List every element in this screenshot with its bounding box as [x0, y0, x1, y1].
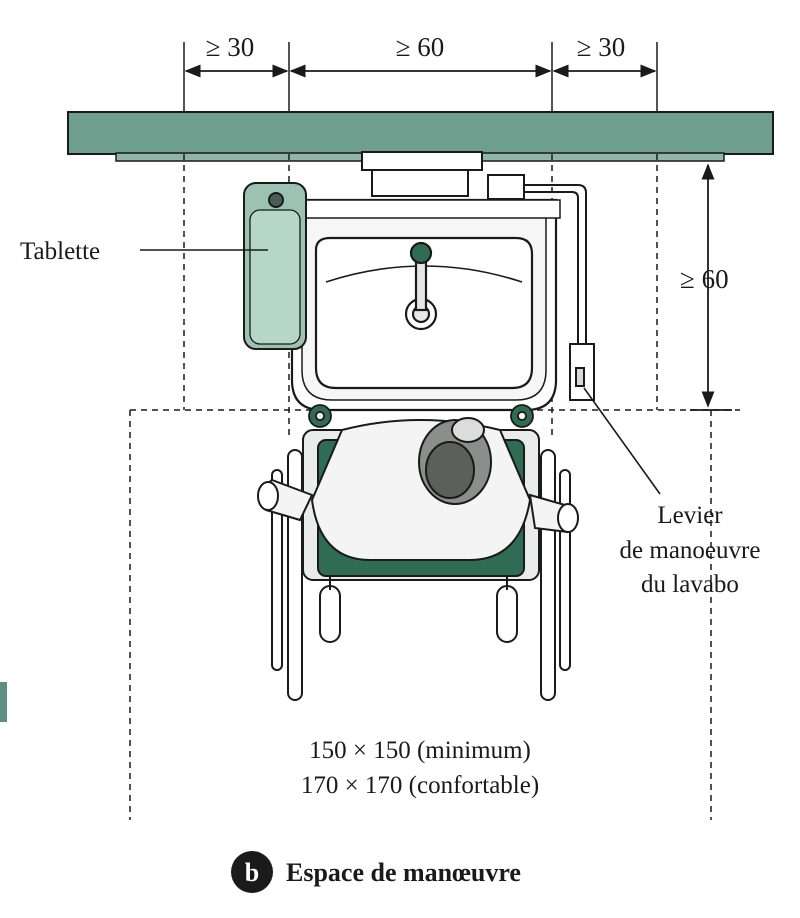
- tablette-label: Tablette: [20, 238, 100, 265]
- sink-lever: [569, 343, 595, 401]
- space-label-min: 150 × 150 (minimum): [309, 737, 531, 764]
- dim-center-label: ≥ 60: [396, 32, 445, 62]
- depth-dimension: [690, 163, 732, 411]
- basin-casters: [308, 404, 534, 428]
- caption-badge-letter: b: [245, 858, 259, 887]
- dim-depth-label: ≥ 60: [680, 264, 729, 294]
- tablette-shelf: [243, 182, 307, 350]
- caption-title: Espace de manœuvre: [286, 858, 521, 887]
- wheelchair-user: [257, 417, 579, 701]
- lever-label-line3: du lavabo: [641, 571, 739, 598]
- edge-bar: [0, 682, 7, 722]
- caption-badge: [231, 851, 273, 893]
- dim-right-label: ≥ 30: [577, 32, 626, 62]
- extension-lines: [183, 42, 658, 112]
- faucet-mount: [361, 151, 587, 345]
- washbasin: [290, 198, 561, 412]
- figure-caption: b Espace de manœuvre: [231, 851, 521, 893]
- lever-label-line2: de manoeuvre: [620, 537, 761, 564]
- lever-leader: [583, 387, 661, 495]
- space-label-comfort: 170 × 170 (confortable): [301, 772, 539, 799]
- lever-label-line1: Levier: [657, 502, 723, 529]
- dim-left-label: ≥ 30: [206, 32, 255, 62]
